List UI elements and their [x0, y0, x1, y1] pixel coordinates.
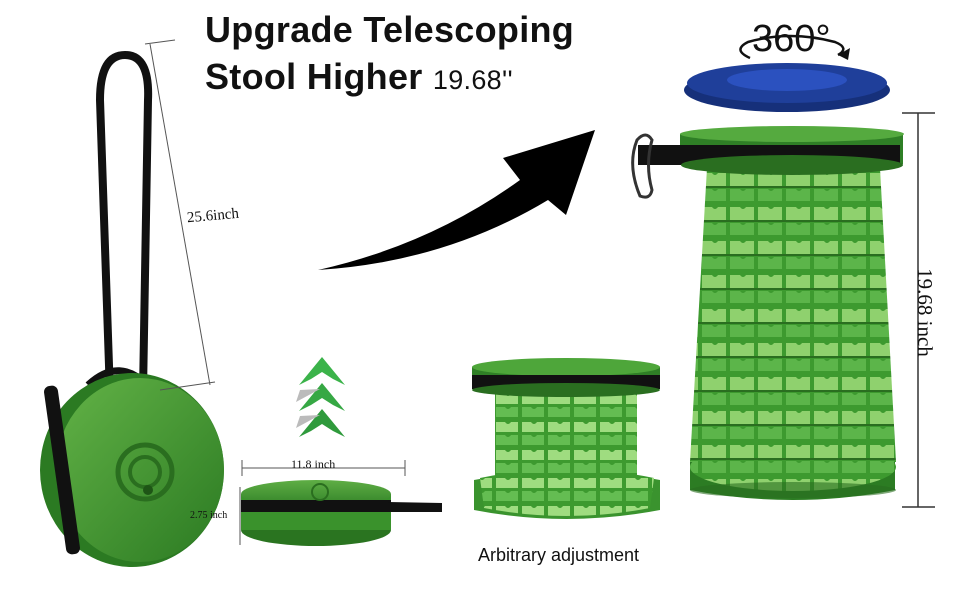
strap-dimension-line	[144, 39, 216, 391]
rotation-label: 360°	[752, 18, 831, 60]
carabiner-icon	[631, 133, 654, 199]
headline-height-value: 19.68''	[432, 65, 513, 95]
extended-stool	[631, 126, 904, 500]
folded-height-label: 2.75 inch	[190, 510, 228, 521]
headline-line-1: Upgrade Telescoping	[205, 9, 575, 50]
rotating-seat-cushion	[684, 34, 890, 112]
up-chevron-icon	[296, 357, 345, 437]
adjustment-caption: Arbitrary adjustment	[478, 545, 640, 565]
headline-line-2: Stool Higher 19.68''	[205, 53, 605, 104]
carry-disc-with-strap	[40, 51, 224, 567]
headline: Upgrade Telescoping Stool Higher 19.68''	[205, 6, 605, 104]
half-extended-stool	[472, 358, 660, 519]
folded-width-label: 11.8 inch	[291, 457, 336, 471]
height-dimension-line	[902, 112, 935, 508]
extended-height-label: 19.68 inch	[912, 268, 937, 357]
folded-stool	[239, 460, 442, 546]
headline-line-2-text: Stool Higher	[205, 56, 423, 97]
rotation-arrow-icon	[739, 34, 850, 60]
disc-emblem-icon	[115, 442, 175, 502]
curved-arrow-icon	[318, 130, 595, 270]
